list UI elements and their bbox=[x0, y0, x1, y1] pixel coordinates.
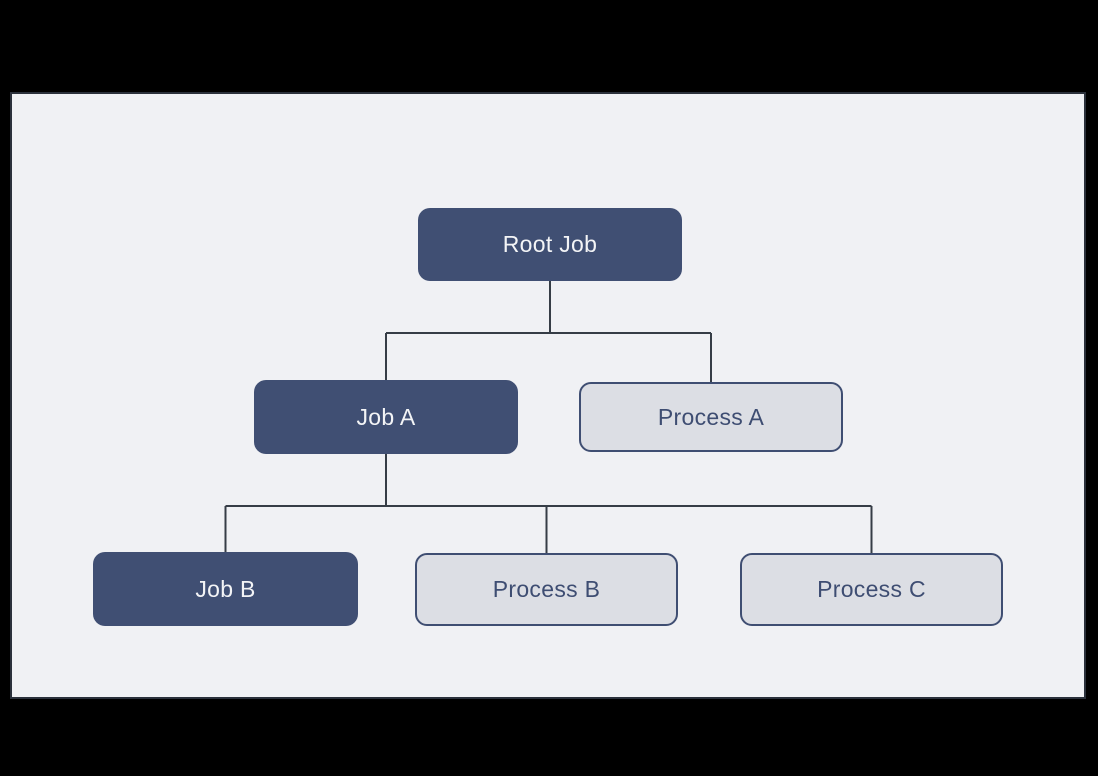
node-process-c: Process C bbox=[740, 553, 1003, 626]
node-process-a-label: Process A bbox=[657, 403, 765, 430]
node-job-b: Job B bbox=[93, 552, 358, 626]
node-job-b-label: Job B bbox=[195, 575, 256, 602]
edge-job-a-branch bbox=[224, 454, 873, 553]
node-job-a-label: Job A bbox=[356, 403, 416, 430]
diagram-panel: Root Job Job A Process A Job B Process B… bbox=[10, 92, 1086, 699]
node-process-c-label: Process C bbox=[817, 576, 926, 602]
node-root-job: Root Job bbox=[418, 208, 682, 281]
node-job-a: Job A bbox=[254, 380, 518, 454]
node-root-job-label: Root Job bbox=[502, 231, 598, 257]
edge-root-branch bbox=[385, 281, 712, 382]
node-process-a: Process A bbox=[579, 382, 843, 452]
node-process-b-label: Process B bbox=[492, 576, 601, 602]
node-process-b: Process B bbox=[415, 553, 678, 626]
